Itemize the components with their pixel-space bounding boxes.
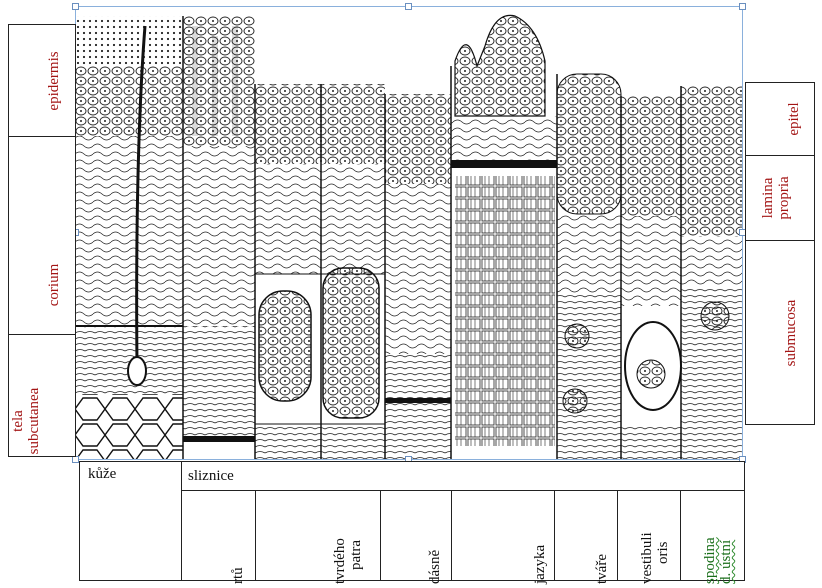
col-vestibule: vestibuli oris (637, 500, 673, 584)
mouth-floor-column (680, 86, 744, 460)
col-gums: dásně (425, 500, 445, 584)
col-mouth-floor-label: spodina d. ústní (702, 500, 734, 584)
vestibule-column (620, 96, 682, 460)
left-label-epidermis-cell: epidermis (8, 24, 76, 137)
col-divider-4 (554, 490, 555, 581)
label-lamina-propria: lamina propria (760, 153, 792, 243)
header-mucosa: sliznice (188, 468, 234, 484)
label-lamina-line1: lamina (760, 177, 776, 219)
col-cheek-label: tváře (594, 554, 610, 584)
resize-handle-top-right[interactable] (739, 3, 746, 10)
label-epitel: epitel (786, 102, 802, 136)
gum-column (384, 94, 451, 460)
col-tongue-label: jazyka (532, 544, 548, 584)
resize-handle-top-center[interactable] (405, 3, 412, 10)
left-label-corium-cell: corium (8, 136, 76, 335)
table-divider-header (181, 490, 745, 491)
table-divider-skin (181, 461, 182, 581)
hard-palate-column (254, 84, 386, 460)
col-gums-label: dásně (427, 549, 443, 584)
tongue-column (450, 14, 557, 460)
label-lamina-line2: propria (776, 176, 792, 220)
left-label-tela-cell: tela subcutanea (8, 334, 76, 457)
col-mouth-floor-line2: d. ústní (718, 539, 734, 584)
col-tongue: jazyka (530, 500, 550, 584)
col-vestibule-line2: oris (655, 541, 671, 565)
right-label-submucosa-cell: submucosa (745, 240, 815, 425)
col-cheek: tváře (592, 500, 612, 584)
bottom-table (79, 461, 745, 581)
lip-column (182, 16, 255, 460)
skin-column (75, 16, 183, 460)
col-divider-5 (617, 490, 618, 581)
col-lips: rtů (228, 500, 248, 584)
col-divider-2 (380, 490, 381, 581)
tissue-drawing (75, 6, 744, 460)
col-vestibule-line1: vestibuli (639, 532, 655, 584)
label-tela-line2: subcutanea (26, 387, 42, 455)
label-tela-line1: tela (10, 410, 26, 432)
col-hard-palate-line1: tvrdého (332, 538, 348, 584)
col-mouth-floor: spodina d. ústní (700, 500, 736, 584)
col-hard-palate-line2: patra (348, 540, 364, 570)
col-divider-6 (680, 490, 681, 581)
resize-handle-bottom-left[interactable] (72, 456, 79, 463)
label-corium: corium (46, 263, 62, 307)
col-vestibule-label: vestibuli oris (639, 500, 671, 584)
right-label-lamina-cell: lamina propria (745, 155, 815, 241)
label-submucosa: submucosa (783, 299, 799, 367)
label-tela-subcutanea: tela subcutanea (10, 366, 42, 476)
col-mouth-floor-line1: spodina (702, 537, 718, 584)
header-skin: kůže (88, 466, 117, 482)
col-hard-palate-label: tvrdého patra (332, 500, 364, 584)
label-epidermis: epidermis (46, 51, 62, 111)
col-lips-label: rtů (230, 567, 246, 584)
histology-illustration (75, 6, 744, 460)
right-label-epitel-cell: epitel (745, 82, 815, 156)
cheek-column (556, 73, 622, 460)
resize-handle-top-left[interactable] (72, 3, 79, 10)
col-divider-3 (451, 490, 452, 581)
col-hard-palate: tvrdého patra (330, 500, 366, 584)
col-divider-1 (255, 490, 256, 581)
